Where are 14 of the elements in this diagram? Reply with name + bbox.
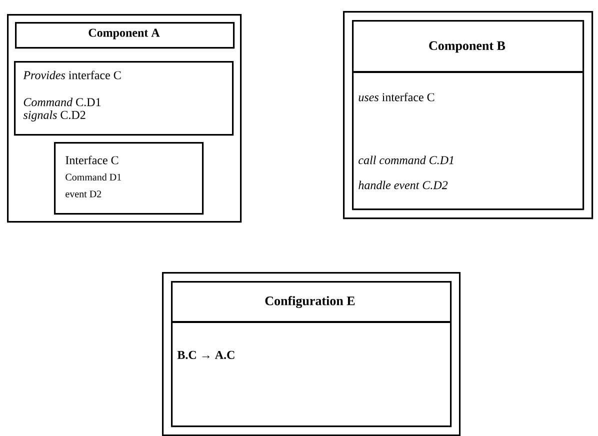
- event-text: event D2: [66, 190, 102, 198]
- binding-text: B.C → A.C: [177, 350, 234, 360]
- interface-text: uses interface C: [358, 92, 434, 102]
- interface-text: Provides interface C: [23, 70, 121, 80]
- interface-title: Interface C: [66, 156, 118, 164]
- signal-text: signals C.D2: [23, 110, 86, 122]
- box-title: Component B: [429, 41, 506, 53]
- box-title: Component A: [88, 28, 160, 40]
- command-text: call command C.D1: [358, 156, 454, 164]
- event-text: handle event C.D2: [358, 180, 448, 190]
- command-text: Command C.D1: [24, 98, 101, 106]
- component-box: [7, 14, 242, 223]
- box-title: Configuration E: [265, 296, 355, 308]
- command-text: Command D1: [66, 173, 121, 180]
